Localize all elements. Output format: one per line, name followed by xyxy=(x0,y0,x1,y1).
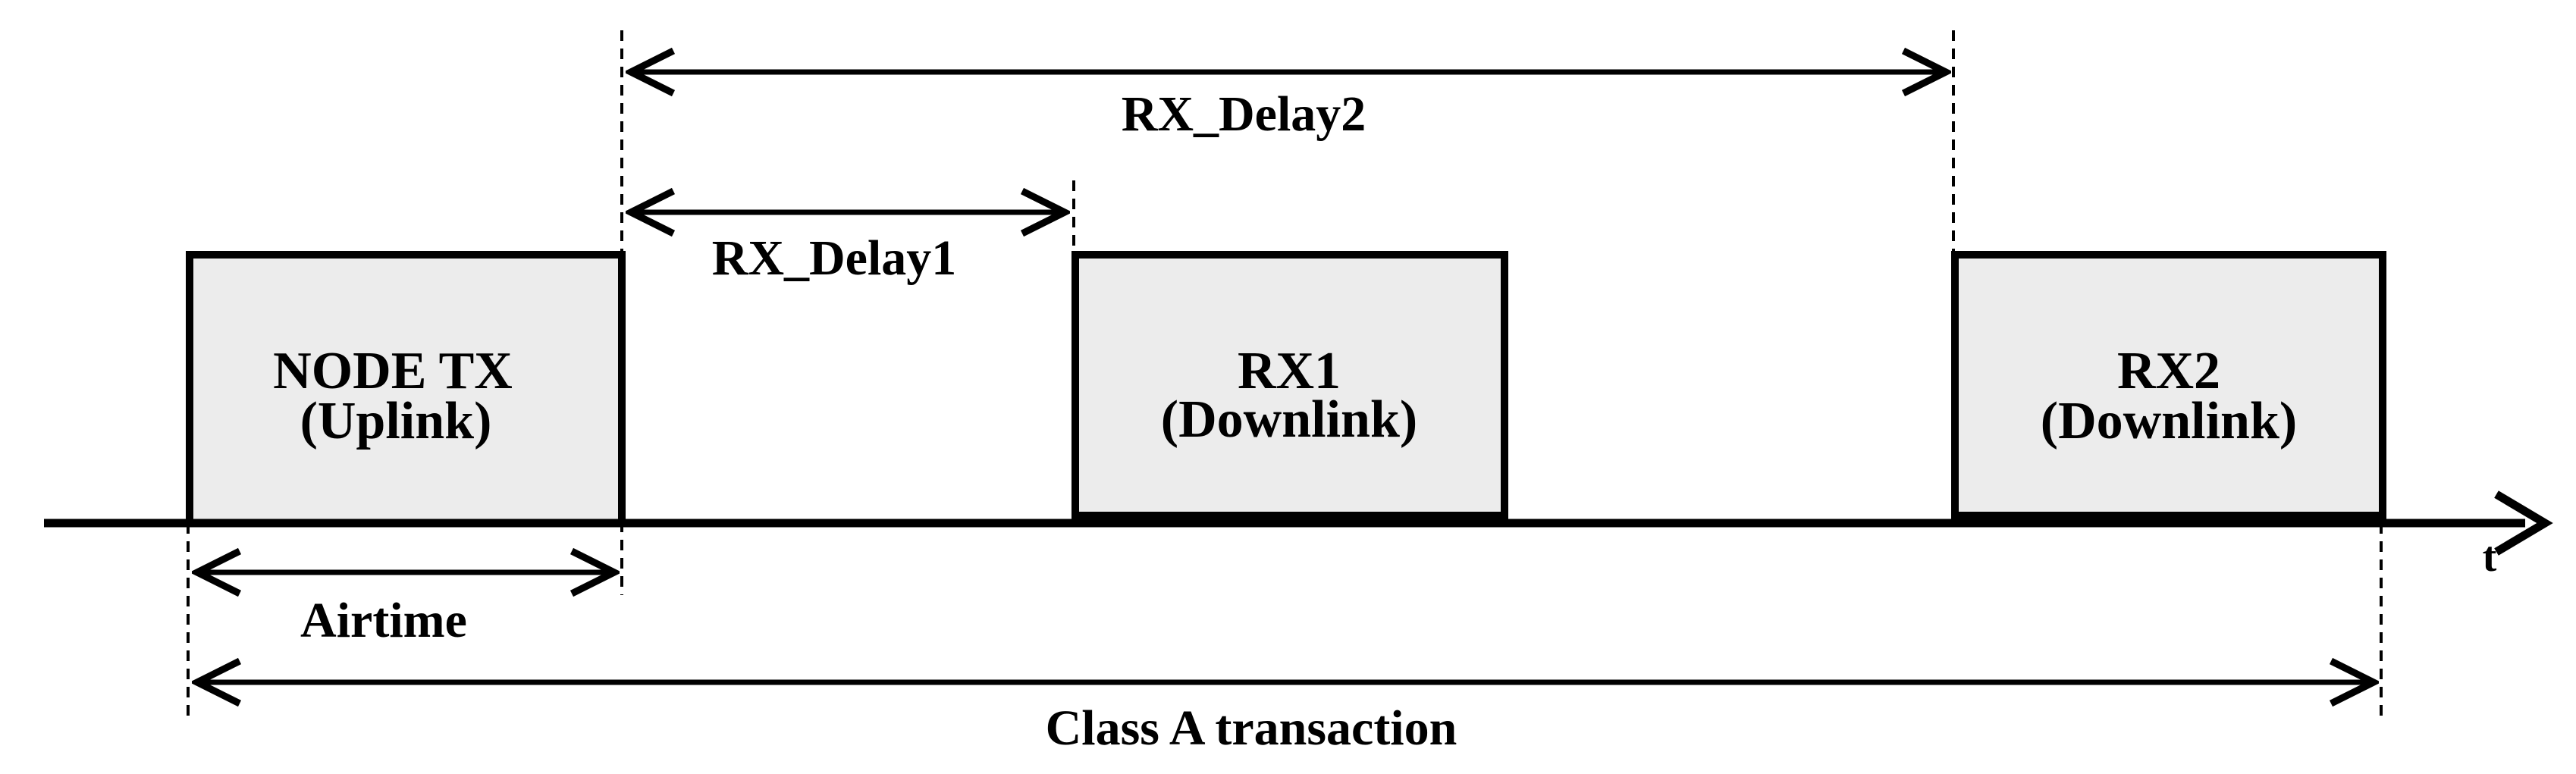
airtime-label: Airtime xyxy=(300,593,467,648)
class-a-transaction-label: Class A transaction xyxy=(1046,700,1457,756)
rx1-title: RX1 xyxy=(1238,342,1341,400)
rx1-box xyxy=(1072,251,1508,519)
rx2-subtitle: (Downlink) xyxy=(2041,392,2297,450)
node-tx-subtitle: (Uplink) xyxy=(300,392,492,450)
rx2-title: RX2 xyxy=(2117,342,2220,400)
rx-delay2-label: RX_Delay2 xyxy=(1122,86,1366,142)
rx1-subtitle: (Downlink) xyxy=(1161,390,1417,449)
time-axis-label: t xyxy=(2483,534,2497,581)
rx-delay1-label: RX_Delay1 xyxy=(712,230,957,286)
rx2-box xyxy=(1951,251,2386,519)
node-tx-box xyxy=(186,251,626,527)
time-axis-arrowhead xyxy=(2494,490,2553,556)
node-tx-title: NODE TX xyxy=(273,342,513,400)
